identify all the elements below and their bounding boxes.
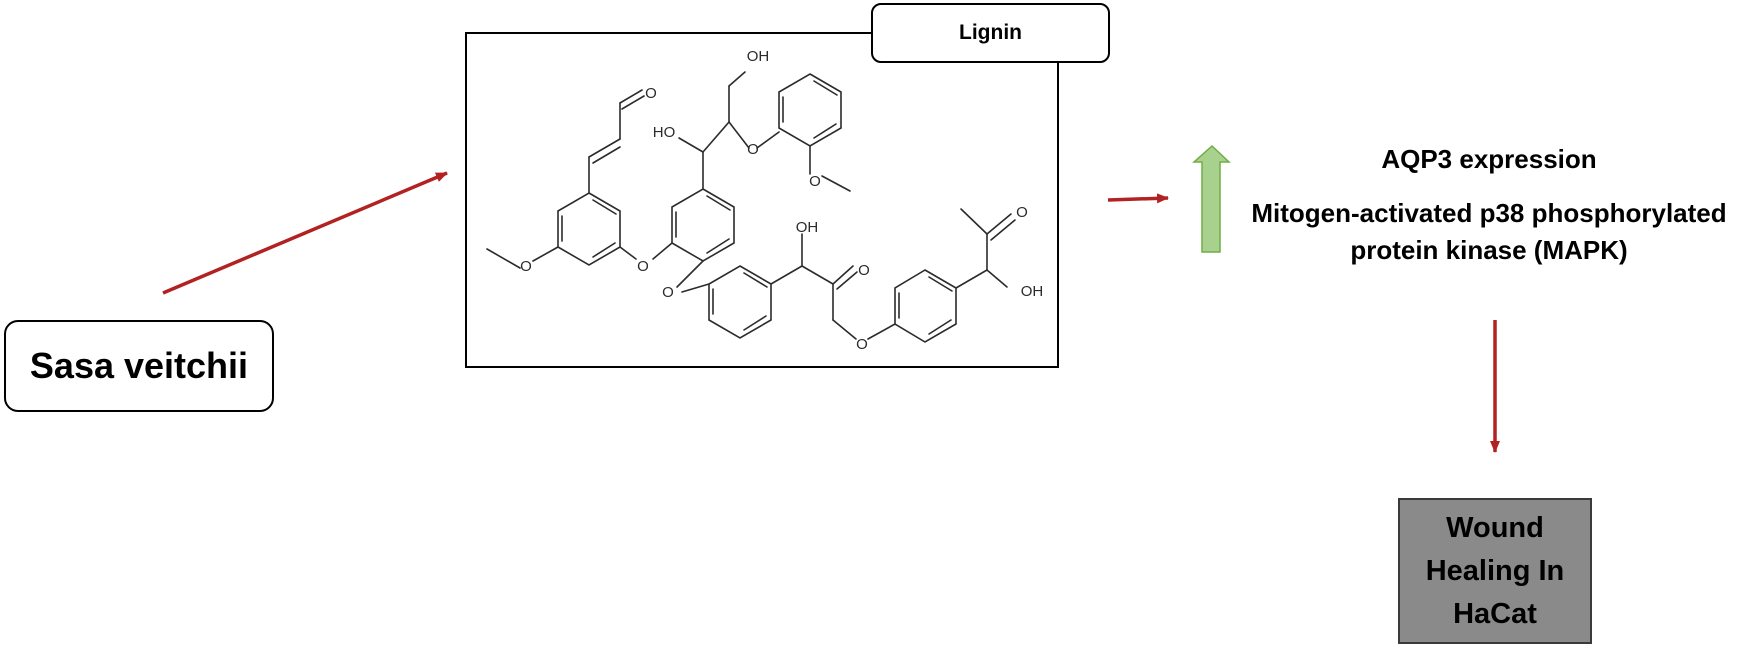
up-arrow-icon xyxy=(1192,144,1231,253)
atom-label: O xyxy=(662,284,674,301)
benzene-ring-a xyxy=(557,192,621,266)
effect-p38-mapk: Mitogen-activated p38 phosphorylated pro… xyxy=(1251,198,1727,265)
benzene-ring-c xyxy=(708,265,772,339)
atom-label: O xyxy=(858,262,870,279)
lignin-structure-drawing: O OH HO O O O O OH O O O O OH xyxy=(486,48,1044,353)
atom-label: O xyxy=(637,258,649,275)
atom-label: HO xyxy=(653,124,676,141)
atom-label: O xyxy=(520,258,532,275)
atom-label: OH xyxy=(796,219,819,236)
benzene-ring-e xyxy=(894,269,957,343)
atom-label: O xyxy=(747,141,759,158)
arrow-source-to-compound xyxy=(162,171,448,295)
atom-label: O xyxy=(1016,204,1028,221)
outcome-label: Wound Healing In HaCat xyxy=(1425,511,1565,630)
structure-frame: O OH HO O O O O OH O O O O OH xyxy=(465,32,1059,368)
arrow-compound-to-effects xyxy=(1107,193,1169,204)
effect-aqp3-expression: AQP3 expression xyxy=(1381,144,1597,174)
source-box: Sasa veitchii xyxy=(4,320,274,412)
benzene-ring-b xyxy=(671,188,735,262)
atom-label: OH xyxy=(747,48,770,65)
atom-label: O xyxy=(809,173,821,190)
compound-label-tab: Lignin xyxy=(871,3,1110,63)
atom-label: O xyxy=(856,336,868,353)
benzene-ring-d xyxy=(778,73,842,147)
atom-label: O xyxy=(645,85,657,102)
compound-label: Lignin xyxy=(959,21,1022,44)
atom-label: OH xyxy=(1021,283,1044,300)
outcome-box: Wound Healing In HaCat xyxy=(1398,498,1592,644)
source-label: Sasa veitchii xyxy=(29,345,249,386)
